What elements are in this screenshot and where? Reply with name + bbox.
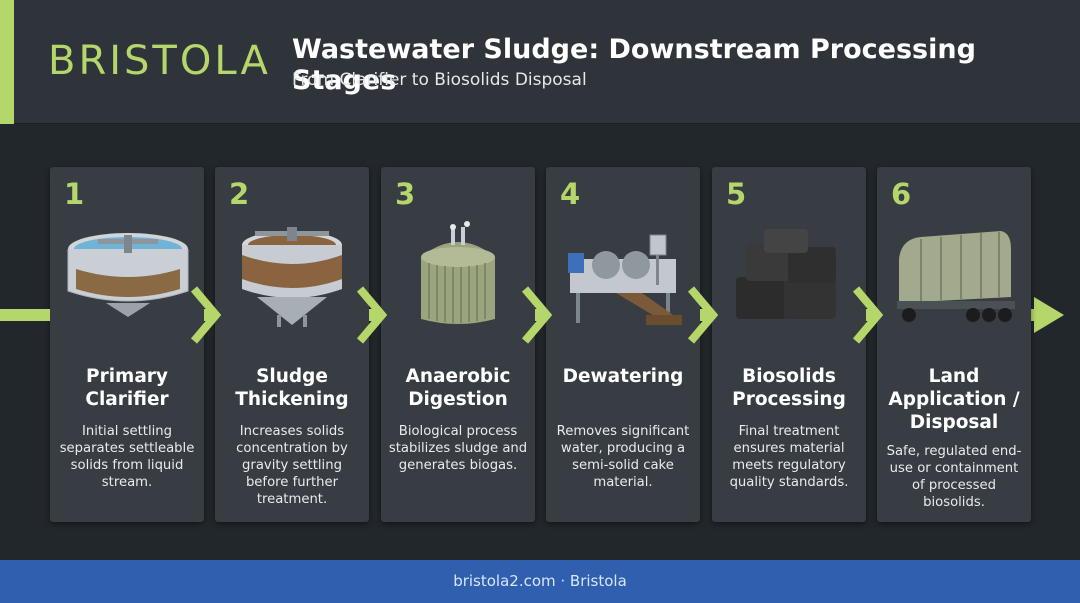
clarifier-tank-icon bbox=[67, 233, 189, 317]
stage-name: Land Application / Disposal bbox=[888, 366, 1020, 433]
stage-name: Anaerobic Digestion bbox=[405, 366, 511, 410]
biosolids-blocks-icon bbox=[736, 229, 836, 319]
stage-description: Initial settling separates settleable so… bbox=[59, 424, 195, 490]
belt-press-icon bbox=[568, 234, 682, 325]
thickener-tank-icon bbox=[242, 227, 342, 327]
header: BRISTOLA Wastewater Sludge: Downstream P… bbox=[0, 0, 1080, 124]
stage-number: 5 bbox=[726, 177, 747, 211]
stage-card-4: 4 Dewatering Removes significant water, … bbox=[546, 167, 700, 522]
chevron-right-icon bbox=[687, 286, 719, 344]
stage-number: 2 bbox=[229, 177, 250, 211]
chevron-right-icon bbox=[356, 286, 388, 344]
stage-description: Safe, regulated end-use or containment o… bbox=[886, 444, 1022, 510]
header-accent-bar bbox=[0, 0, 14, 124]
chevron-right-icon bbox=[521, 286, 553, 344]
stage-card-2: 2 Sludge Thickening Increases solids con… bbox=[215, 167, 369, 522]
stage-number: 4 bbox=[560, 177, 581, 211]
stage-card-5: 5 Biosolids Processing Final treatment e… bbox=[712, 167, 866, 522]
footer: bristola2.com · Bristola bbox=[0, 560, 1080, 603]
stage-card-1: 1 Primary Clarifier Initial settling sep… bbox=[50, 167, 204, 522]
stage-description: Final treatment ensures material meets r… bbox=[729, 424, 849, 490]
stage-description: Biological process stabilizes sludge and… bbox=[388, 424, 528, 473]
digester-icon bbox=[421, 221, 495, 324]
footer-text[interactable]: bristola2.com · Bristola bbox=[453, 572, 627, 590]
brand-logo: BRISTOLA bbox=[48, 38, 271, 84]
stage-number: 6 bbox=[891, 177, 912, 211]
stage-name: Sludge Thickening bbox=[235, 366, 349, 410]
page-title: Wastewater Sludge: Downstream Processing… bbox=[292, 34, 976, 96]
stage-card-6: 6 Land Application / Disposal Safe, regu… bbox=[877, 167, 1031, 522]
stage-description: Removes significant water, producing a s… bbox=[556, 424, 690, 490]
truck-icon bbox=[897, 231, 1015, 322]
stage-name: Primary Clarifier bbox=[85, 366, 169, 410]
stage-description: Increases solids concentration by gravit… bbox=[236, 424, 348, 507]
stage-name: Biosolids Processing bbox=[732, 366, 846, 410]
flow-chevrons bbox=[0, 286, 884, 344]
stage-name: Dewatering bbox=[562, 366, 684, 387]
page-subtitle: From Clarifier to Biosolids Disposal bbox=[292, 70, 587, 90]
chevron-right-icon bbox=[190, 286, 222, 344]
stage-card-3: 3 Anaerobic Digestion Biological process… bbox=[381, 167, 535, 522]
stage-number: 1 bbox=[64, 177, 85, 211]
process-flow: 1 Primary Clarifier Initial settling sep… bbox=[0, 125, 1080, 560]
stage-number: 3 bbox=[395, 177, 416, 211]
chevron-right-icon bbox=[852, 286, 884, 344]
